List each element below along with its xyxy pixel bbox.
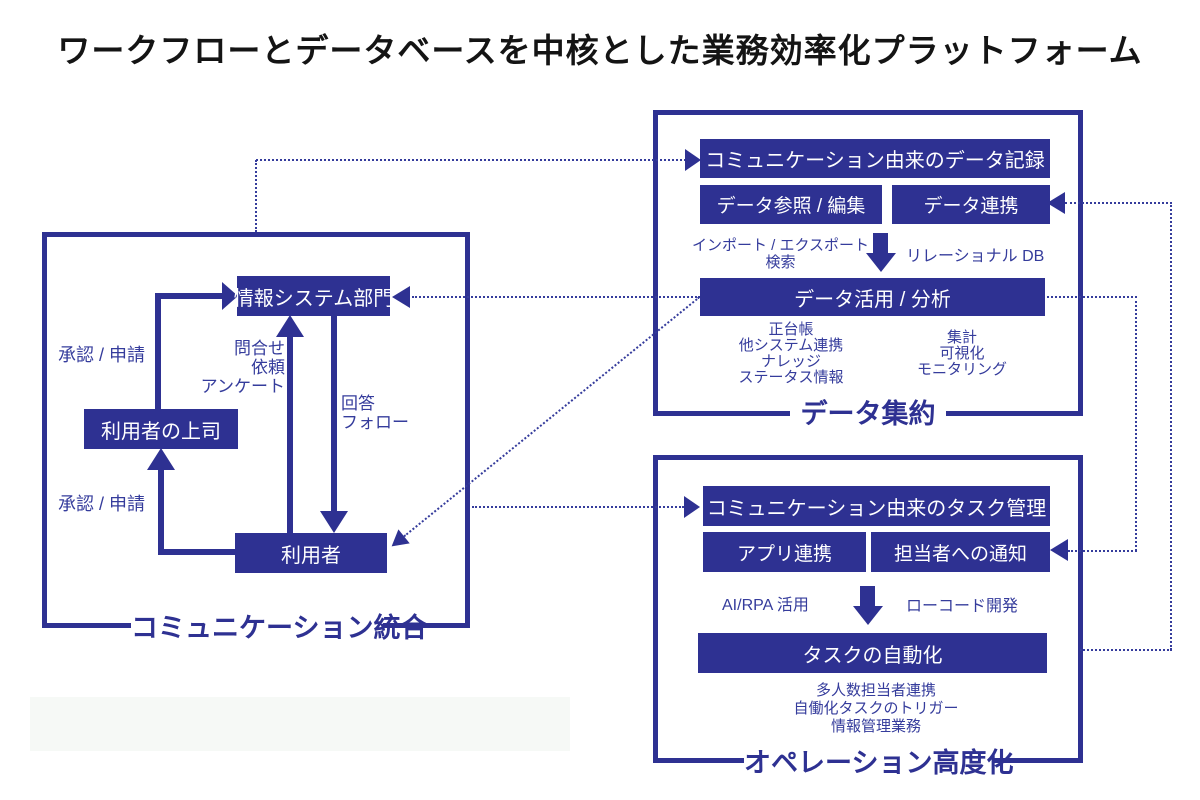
list-data-left-item2: 他システム連携 [738, 337, 844, 354]
arrow-boss-to-it-vertical [155, 297, 161, 410]
connector-utilization-to-notify-head-icon [1050, 539, 1068, 561]
arrow-user-to-boss-horizontal [158, 549, 236, 555]
block-arrow-data-stem [873, 233, 888, 254]
connector-utilization-to-it-head-icon [392, 286, 410, 308]
list-operation: 多人数担当者連携 自働化タスクのトリガー 情報管理業務 [758, 682, 994, 736]
data-group-label: データ集約 [790, 397, 946, 431]
block-arrow-task-down-icon [853, 606, 883, 625]
label-low-code: ローコード開発 [906, 598, 1019, 615]
label-ai-rpa: AI/RPA 活用 [722, 597, 809, 614]
arrow-boss-to-it-head-icon [222, 282, 238, 310]
edge-label-approval-lower: 承認 / 申請 [58, 494, 146, 514]
list-operation-item3: 情報管理業務 [830, 718, 921, 735]
list-data-left: 正台帳 他システム連携 ナレッジ ステータス情報 [702, 322, 880, 386]
arrow-it-to-user-head-icon [320, 511, 348, 533]
list-operation-item2: 自働化タスクのトリガー [793, 700, 959, 717]
connector-comm-to-record-head-icon [685, 149, 701, 171]
arrow-user-to-boss-head-icon [147, 448, 175, 470]
connector-utilization-to-notify-vertical [1135, 296, 1137, 551]
connector-comm-to-record-horizontal [256, 159, 686, 161]
node-data-reference-edit: データ参照 / 編集 [700, 185, 882, 224]
node-data-utilization: データ活用 / 分析 [700, 278, 1045, 316]
list-data-right: 集計 可視化 モニタリング [906, 330, 1018, 378]
label-import-export-line2: 検索 [765, 254, 796, 271]
connector-comm-to-record-vertical [255, 160, 257, 232]
arrow-boss-to-it-horizontal [155, 293, 223, 299]
label-import-export-line1: インポート / エクスポート [691, 237, 870, 254]
list-data-right-item1: 集計 [946, 329, 977, 346]
edge-label-inquiry-line3: アンケート [200, 377, 285, 396]
node-user: 利用者 [235, 533, 387, 573]
communication-group-label: コミュニケーション統合 [131, 611, 428, 645]
node-app-link: アプリ連携 [703, 532, 866, 572]
connector-automation-to-link-vertical [1170, 202, 1172, 650]
connector-utilization-to-notify-h1 [1042, 296, 1137, 298]
edge-label-inquiry-line1: 問合せ [234, 339, 285, 358]
list-data-right-item2: 可視化 [939, 345, 985, 362]
connector-comm-to-task-horizontal [472, 506, 684, 508]
node-data-link: データ連携 [892, 185, 1050, 224]
node-data-record: コミュニケーション由来のデータ記録 [700, 139, 1050, 178]
arrow-user-to-boss-vertical [158, 470, 164, 550]
edge-label-inquiry-line2: 依頼 [251, 358, 285, 377]
list-data-left-item4: ステータス情報 [738, 369, 844, 386]
edge-label-reply-line1: 回答 [341, 394, 375, 413]
node-task-automation: タスクの自動化 [698, 633, 1047, 673]
node-notify-assignee: 担当者への通知 [871, 532, 1050, 572]
connector-utilization-to-notify-h2 [1068, 550, 1137, 552]
block-arrow-data-down-icon [866, 253, 896, 272]
node-it-department: 情報システム部門 [234, 276, 393, 316]
connector-comm-to-task-head-icon [684, 496, 700, 518]
operation-group-label: オペレーション高度化 [744, 746, 1014, 780]
label-relational-db: リレーショナル DB [906, 248, 1045, 265]
edge-label-reply-line2: フォロー [341, 413, 409, 432]
page-title: ワークフローとデータベースを中核とした業務効率化プラットフォーム [57, 32, 1143, 69]
list-data-left-item1: 正台帳 [768, 321, 814, 338]
background-band [30, 697, 570, 751]
list-data-left-item3: ナレッジ [760, 353, 821, 370]
arrow-user-to-it-vertical [287, 337, 293, 534]
connector-automation-to-link-h1 [1080, 649, 1172, 651]
list-data-right-item3: モニタリング [916, 361, 1007, 378]
connector-automation-to-link-head-icon [1047, 192, 1065, 214]
list-operation-item1: 多人数担当者連携 [815, 682, 936, 699]
node-user-boss: 利用者の上司 [84, 409, 238, 449]
connector-automation-to-link-h2 [1065, 202, 1172, 204]
edge-label-reply: 回答 フォロー [341, 394, 409, 432]
block-arrow-task-stem [860, 586, 875, 607]
node-task-management: コミュニケーション由来のタスク管理 [703, 486, 1050, 526]
edge-label-inquiry: 問合せ 依頼 アンケート [170, 339, 285, 396]
connector-utilization-to-it-horizontal [412, 296, 700, 298]
arrow-user-to-it-head-icon [276, 315, 304, 337]
edge-label-approval-upper: 承認 / 申請 [58, 345, 146, 365]
arrow-it-to-user-vertical [331, 316, 337, 512]
label-import-export: インポート / エクスポート 検索 [688, 237, 873, 271]
